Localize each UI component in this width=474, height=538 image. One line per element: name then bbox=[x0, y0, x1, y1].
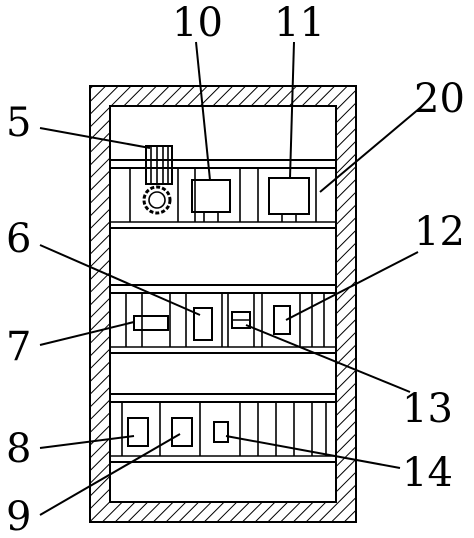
callout-9: 9 bbox=[6, 494, 31, 538]
callout-6: 6 bbox=[6, 216, 31, 262]
shelf-top bbox=[110, 159, 336, 229]
module-11 bbox=[268, 177, 310, 215]
callout-20: 20 bbox=[414, 76, 465, 122]
module-12 bbox=[273, 305, 291, 335]
callout-5: 5 bbox=[6, 100, 31, 146]
callout-13: 13 bbox=[402, 386, 453, 432]
module-10 bbox=[191, 179, 231, 213]
shelf-middle bbox=[110, 284, 336, 354]
callout-labels: 5 10 11 20 6 12 7 13 8 14 9 bbox=[6, 0, 465, 538]
callout-10: 10 bbox=[172, 0, 223, 46]
callout-14: 14 bbox=[402, 450, 453, 496]
module-9 bbox=[171, 417, 193, 447]
leader-lines bbox=[39, 41, 421, 516]
module-6 bbox=[193, 307, 213, 341]
module-8 bbox=[127, 417, 149, 447]
callout-11: 11 bbox=[274, 0, 325, 46]
module-14 bbox=[213, 421, 229, 443]
cabinet-cavity bbox=[109, 105, 337, 503]
module-7 bbox=[133, 315, 169, 331]
fan-unit-5 bbox=[142, 145, 173, 215]
callout-8: 8 bbox=[6, 426, 31, 472]
shelf-bottom bbox=[110, 393, 336, 463]
callout-12: 12 bbox=[414, 209, 465, 255]
callout-7: 7 bbox=[6, 324, 31, 370]
